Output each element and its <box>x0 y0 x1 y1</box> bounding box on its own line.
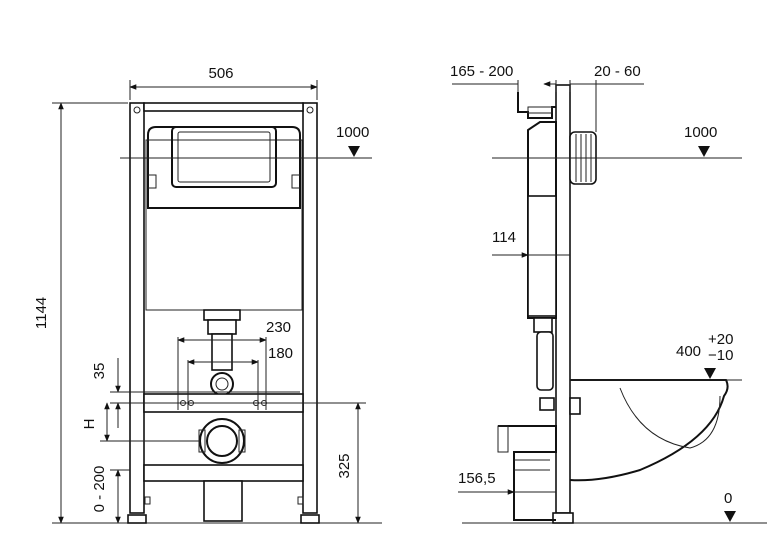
floor-range-label: 0 - 200 <box>91 466 108 513</box>
height-label: 1144 <box>33 297 50 329</box>
outlet-elbow <box>498 425 557 521</box>
toilet-bowl <box>569 379 729 482</box>
side-view: 165 - 200 20 - 60 1000 114 400 +20 −10 1… <box>450 63 767 524</box>
wall-bracket <box>517 92 556 119</box>
tolerance-minus-label: −10 <box>708 347 733 364</box>
drain-connector <box>203 309 241 321</box>
depth-range-label: 165 - 200 <box>450 63 513 80</box>
bowl-height-label: 400 <box>676 343 701 360</box>
top-crossbar <box>143 102 304 112</box>
side-cistern <box>527 121 557 319</box>
wall-range-label: 20 - 60 <box>594 63 641 80</box>
floor-level-label: 0 <box>724 490 732 507</box>
tolerance-plus-label: +20 <box>708 331 733 348</box>
cistern-box <box>527 195 557 317</box>
flush-height-label: 1000 <box>336 124 369 141</box>
right-foot <box>300 514 320 524</box>
right-upright <box>302 102 318 514</box>
cistern-body <box>147 126 301 209</box>
floor-box <box>203 480 243 522</box>
cistern-panel <box>145 139 303 311</box>
inner-width-label: 180 <box>268 345 293 362</box>
side-flush-height-label: 1000 <box>684 124 717 141</box>
side-drain <box>536 331 554 391</box>
cistern-width-label: 114 <box>492 229 516 246</box>
width-label: 506 <box>208 65 233 82</box>
h-label: H <box>81 419 98 430</box>
outlet-height-label: 325 <box>336 453 353 478</box>
flush-plate-opening <box>171 126 277 188</box>
pipe-height-label: 156,5 <box>458 470 496 487</box>
drain-pipe <box>211 333 233 371</box>
left-upright <box>129 102 145 514</box>
bottom-bar <box>143 464 304 482</box>
offset-label: 35 <box>91 363 108 380</box>
left-foot <box>127 514 147 524</box>
side-upright <box>555 84 571 514</box>
front-view: 506 1144 1000 230 180 35 H 325 <box>33 65 382 524</box>
outer-width-label: 230 <box>266 319 291 336</box>
